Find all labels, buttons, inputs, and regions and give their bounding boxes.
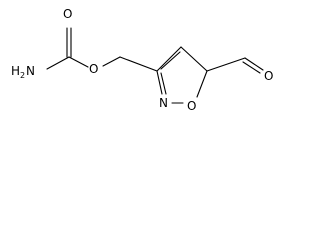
amine-subscript-label: 2	[20, 71, 25, 80]
ring-oxygen-label: O	[187, 99, 196, 113]
aldehyde-oxygen-label: O	[264, 69, 273, 83]
amine-h-label: H	[11, 64, 20, 78]
bond-c5-o1	[196, 70, 208, 98]
bond-c3-c4-b	[160, 51, 181, 70]
amine-n-label: N	[26, 64, 35, 78]
carbonyl-oxygen-label: O	[63, 7, 72, 21]
bond-cho-o-b	[242, 61, 261, 74]
bond-c4-c5	[180, 46, 208, 72]
bond-ch2-c3	[119, 56, 158, 72]
bond-n2-c3-b	[160, 72, 167, 95]
ester-oxygen-label: O	[89, 62, 98, 76]
bond-c5-cho	[206, 57, 246, 72]
bond-cho-o-a	[244, 57, 264, 71]
bond-o-ch2	[102, 56, 121, 67]
bond-c3-c4-a	[156, 46, 182, 72]
ring-nitrogen-label: N	[159, 96, 168, 110]
molecule-structure: O H 2 N O N O O	[11, 7, 273, 113]
bond-c-o-ester	[68, 56, 89, 68]
bond-c-n	[46, 56, 70, 70]
bond-n2-c3-a	[156, 70, 163, 95]
